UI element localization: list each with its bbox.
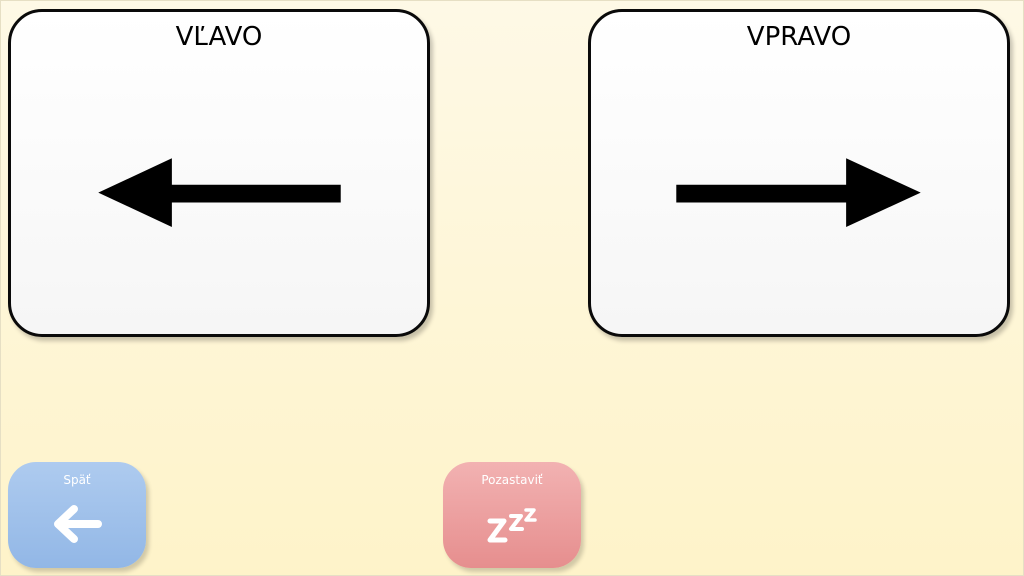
choice-left-label: VĽAVO <box>175 22 263 52</box>
back-button[interactable]: Späť <box>8 462 146 568</box>
pause-button[interactable]: Pozastaviť <box>443 462 581 568</box>
arrow-left-icon <box>98 158 341 227</box>
arrow-left-icon <box>54 505 102 543</box>
sleep-zzz-icon <box>487 508 537 543</box>
pause-button-label: Pozastaviť <box>481 473 543 487</box>
back-button-label: Späť <box>63 473 91 487</box>
arrow-right-icon <box>676 158 921 227</box>
choice-right-label: VPRAVO <box>746 22 852 52</box>
choice-right-card[interactable]: VPRAVO <box>588 9 1010 337</box>
choice-left-card[interactable]: VĽAVO <box>8 9 430 337</box>
